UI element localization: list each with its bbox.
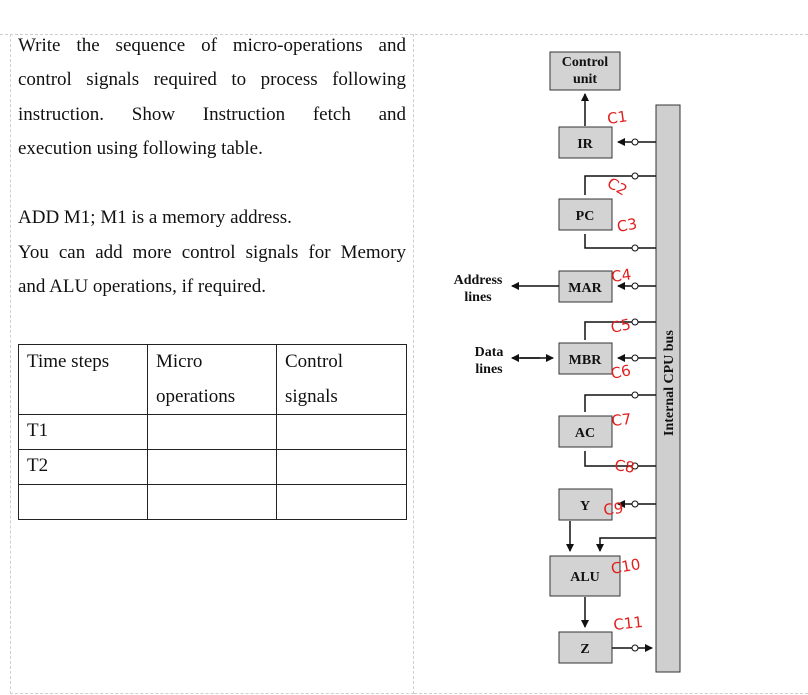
table-cell bbox=[276, 449, 407, 485]
table-cell bbox=[147, 449, 277, 485]
table-cell: T1 bbox=[18, 414, 148, 450]
gate-c4 bbox=[631, 282, 639, 290]
ir-label: IR bbox=[577, 137, 593, 152]
signal-c1: C1 bbox=[606, 107, 628, 128]
note-line-2: and ALU operations, if required. bbox=[18, 276, 266, 297]
signal-c5: C5 bbox=[609, 315, 632, 337]
gate-c3 bbox=[631, 244, 639, 252]
note-line-1: You can add more control signals for Mem… bbox=[18, 242, 406, 263]
table-cell bbox=[276, 414, 407, 450]
z-label: Z bbox=[580, 642, 589, 657]
bus-label: Internal CPU bus bbox=[662, 330, 677, 436]
signal-c3: C3 bbox=[616, 215, 639, 236]
address-lines-label-1: Address bbox=[454, 273, 503, 288]
ac-label: AC bbox=[575, 426, 595, 441]
signal-c10: C10 bbox=[610, 555, 642, 578]
question-line-2: control signals required to process foll… bbox=[18, 69, 406, 90]
y-label: Y bbox=[580, 499, 590, 514]
control-unit-block bbox=[549, 51, 621, 91]
gate-c9 bbox=[631, 500, 639, 508]
gate-c7 bbox=[631, 391, 639, 399]
y-block bbox=[558, 488, 613, 521]
table-cell: T2 bbox=[18, 449, 148, 485]
mbr-label: MBR bbox=[569, 353, 603, 368]
signal-c9: C9 bbox=[603, 499, 625, 519]
alu-block bbox=[549, 555, 621, 597]
address-lines-label-2: lines bbox=[464, 290, 492, 305]
header-time-steps: Time steps bbox=[18, 344, 148, 415]
ir-block bbox=[558, 126, 613, 159]
pc-block bbox=[558, 198, 613, 231]
control-unit-label-1: Control bbox=[562, 55, 609, 70]
question-line-3: instruction. Show Instruction fetch and bbox=[18, 104, 406, 125]
signal-c4: C4 bbox=[610, 265, 632, 286]
internal-bus bbox=[655, 104, 681, 673]
table-row: T1 bbox=[18, 414, 407, 450]
mar-label: MAR bbox=[568, 281, 602, 296]
pc-label: PC bbox=[576, 209, 595, 224]
question-cell bbox=[10, 34, 414, 694]
diagram-cell bbox=[414, 34, 808, 694]
table-row bbox=[18, 484, 407, 520]
signal-c11: C11 bbox=[613, 613, 644, 634]
bus-to-alu-arrow bbox=[596, 537, 656, 552]
gate-c6 bbox=[631, 354, 639, 362]
gate-c8 bbox=[631, 462, 639, 470]
signal-c6: C6 bbox=[609, 361, 632, 383]
gate-c11 bbox=[631, 644, 639, 652]
question-line-1: Write the sequence of micro-operations a… bbox=[18, 35, 406, 56]
table-cell bbox=[18, 484, 148, 520]
gate-c5 bbox=[631, 318, 639, 326]
question-line-4: execution using following table. bbox=[18, 138, 263, 159]
data-lines-label-2: lines bbox=[475, 362, 503, 377]
mar-block bbox=[558, 270, 613, 303]
alu-label: ALU bbox=[570, 570, 600, 585]
pc-in-line bbox=[584, 234, 656, 249]
ac-in-line bbox=[584, 394, 656, 412]
control-unit-label-2: unit bbox=[573, 72, 597, 87]
signal-c2: C2 bbox=[604, 174, 630, 200]
data-lines-label-1: Data bbox=[475, 345, 504, 360]
mbr-block bbox=[558, 342, 613, 375]
table-row: T2 bbox=[18, 449, 407, 485]
signal-c8: C8 bbox=[613, 456, 635, 477]
gate-c1 bbox=[631, 138, 639, 146]
instruction-text: ADD M1; M1 is a memory address. bbox=[18, 207, 292, 228]
table-cell bbox=[276, 484, 407, 520]
ac-block bbox=[558, 415, 613, 448]
table-cell bbox=[147, 484, 277, 520]
page-top-margin bbox=[0, 0, 808, 35]
gate-c2 bbox=[631, 172, 639, 180]
signal-c7: C7 bbox=[611, 410, 633, 430]
